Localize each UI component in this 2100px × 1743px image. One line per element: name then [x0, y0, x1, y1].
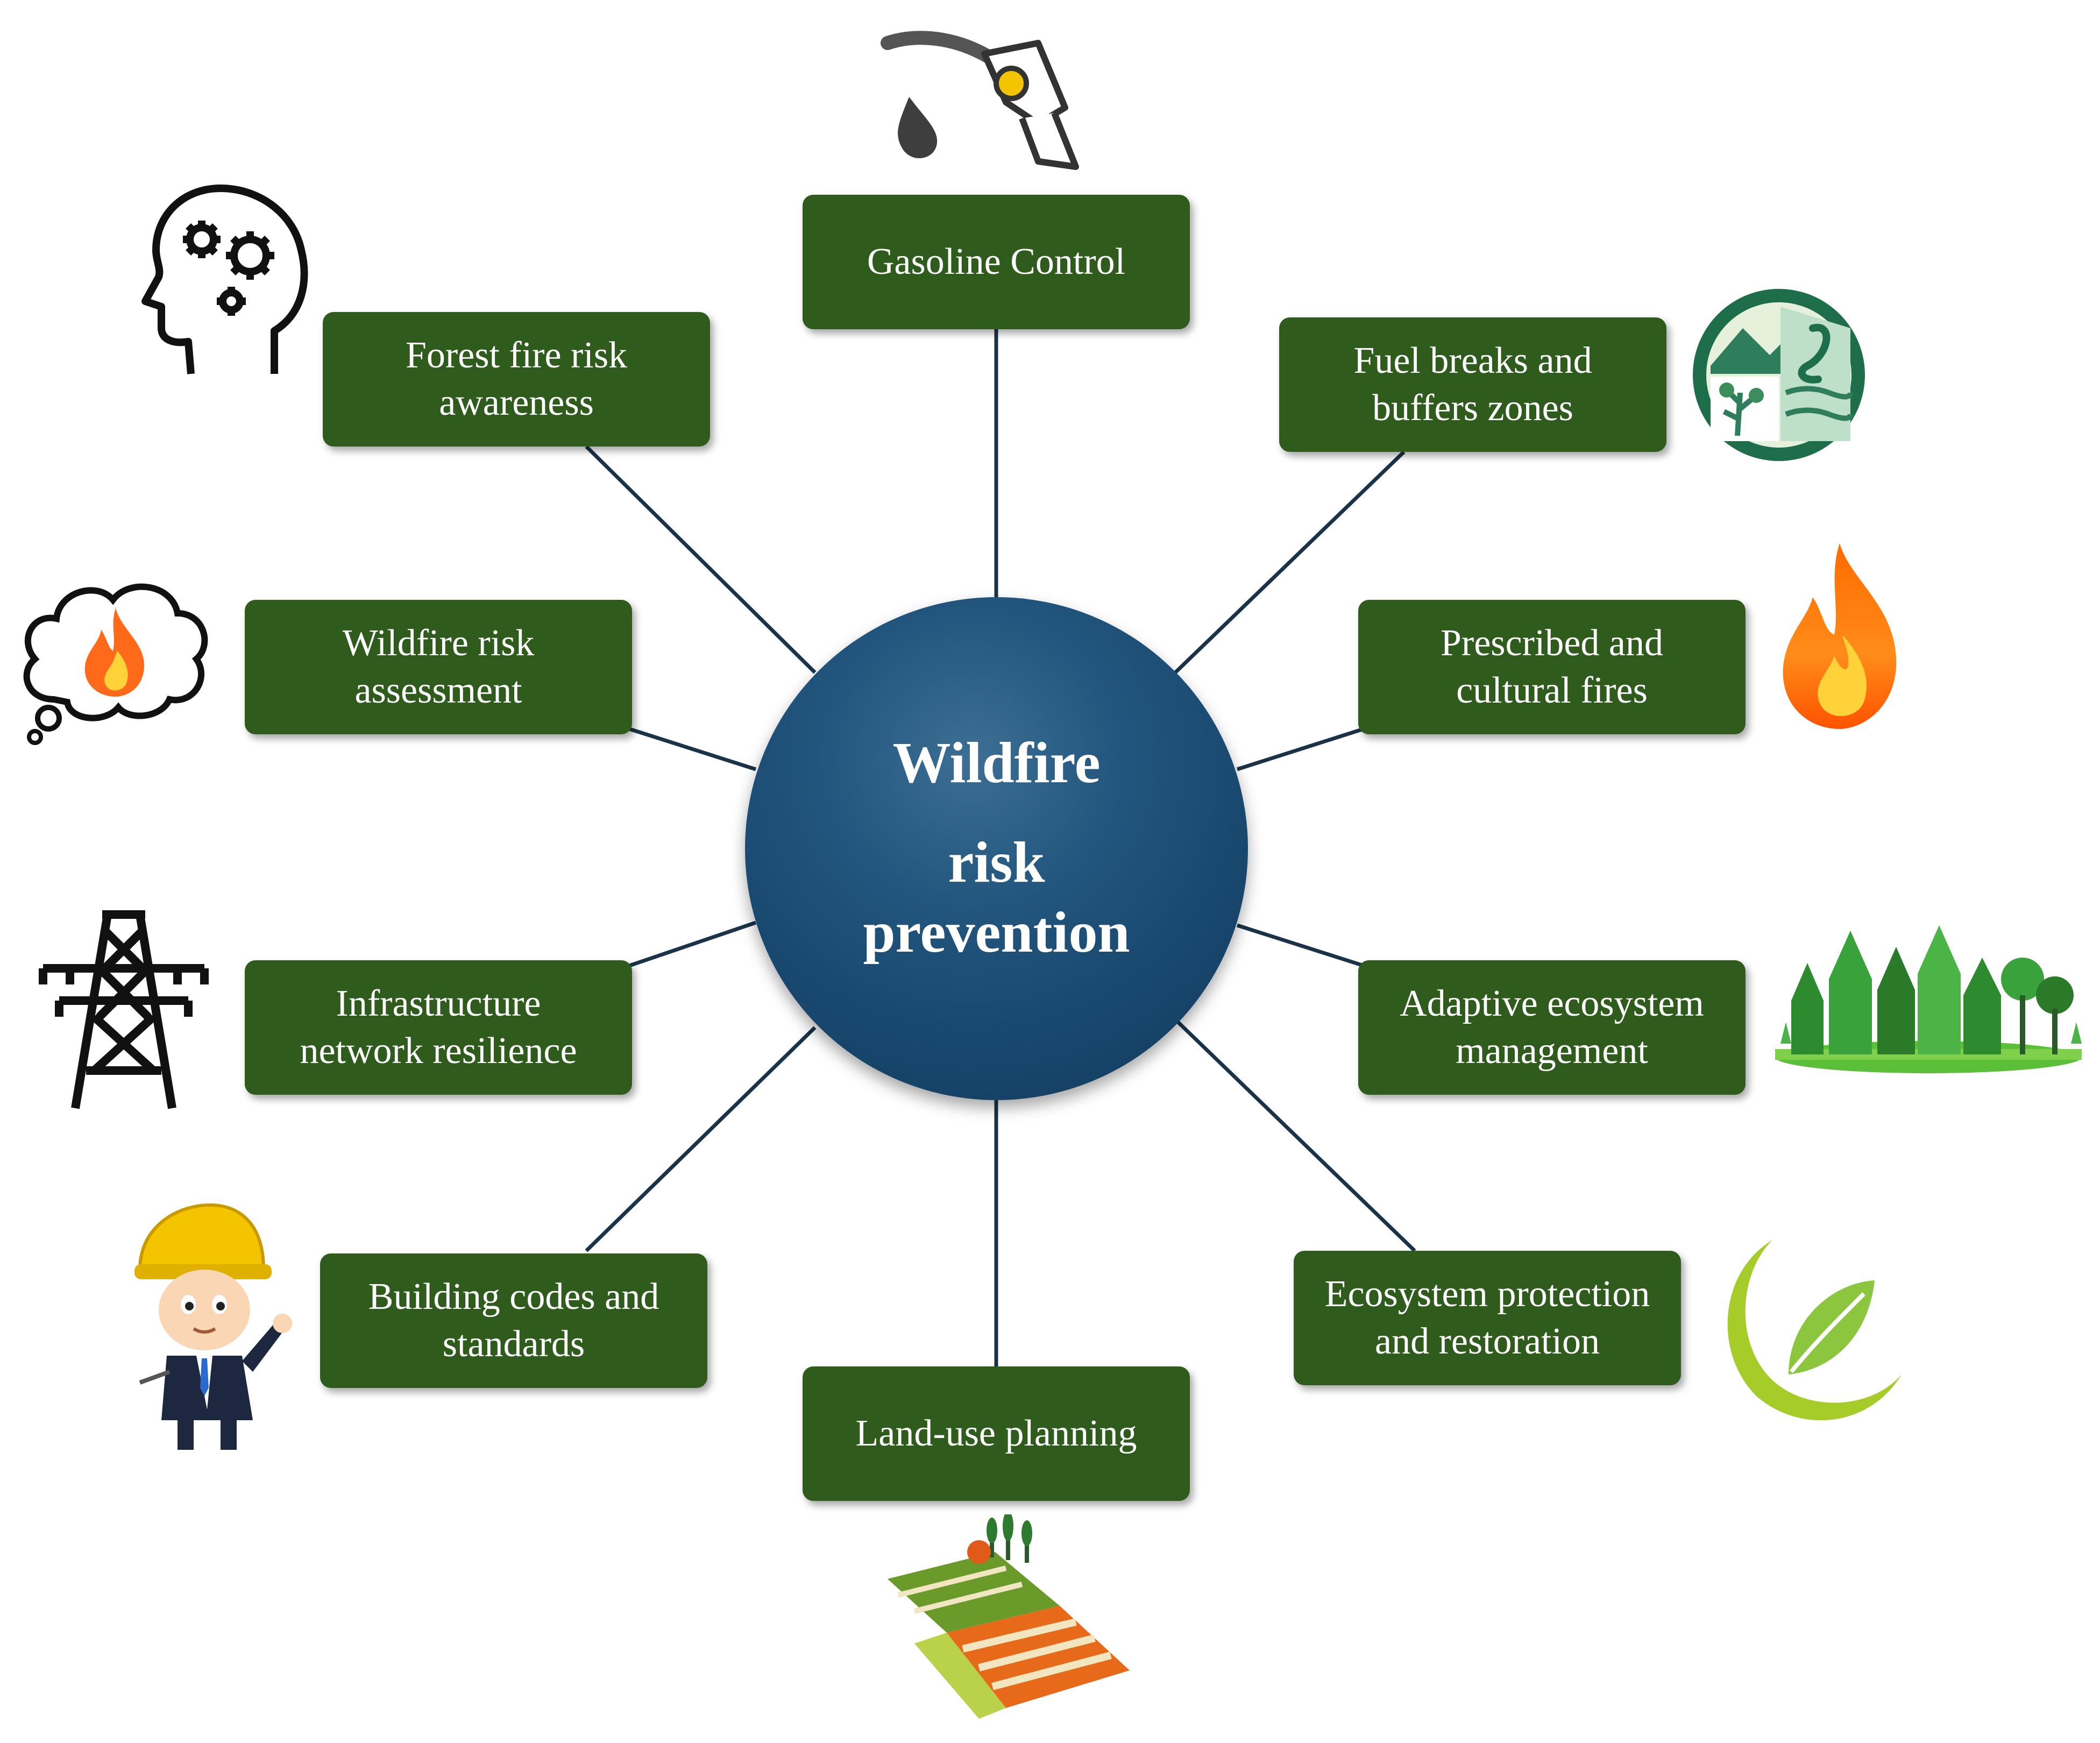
node-label-line2: and restoration: [1375, 1321, 1600, 1362]
node-label-line1: Adaptive ecosystem: [1400, 983, 1704, 1024]
node-fire-awareness: Forest fire risk awareness: [323, 312, 710, 447]
thought-fire-icon: [16, 570, 215, 745]
node-prescribed-fires: Prescribed and cultural fires: [1358, 600, 1746, 734]
node-label-line2: cultural fires: [1456, 670, 1648, 711]
connector-prescribed: [1236, 727, 1365, 771]
node-label-line2: standards: [442, 1323, 585, 1365]
node-label-line1: Infrastructure: [336, 983, 541, 1024]
node-label-line2: awareness: [439, 382, 594, 423]
node-fuel-breaks: Fuel breaks and buffers zones: [1279, 317, 1666, 452]
center-title-line1: Wildfire: [892, 731, 1101, 795]
connector-adaptive: [1236, 923, 1365, 968]
node-label-line1: Fuel breaks and: [1353, 340, 1592, 381]
node-label-line1: Gasoline Control: [867, 241, 1126, 282]
node-label-line1: Forest fire risk: [405, 335, 628, 376]
head-gears-icon: [140, 180, 312, 379]
node-label-line1: Land-use planning: [855, 1413, 1137, 1454]
node-infrastructure-resilience: Infrastructure network resilience: [245, 960, 632, 1095]
connector-ecosystem: [1176, 1021, 1416, 1252]
connector-fuel-breaks: [1174, 450, 1406, 674]
forest-icon: [1770, 915, 2087, 1081]
node-ecosystem-protection: Ecosystem protection and restoration: [1294, 1251, 1681, 1385]
node-label-line1: Ecosystem protection: [1324, 1273, 1650, 1315]
node-label-line1: Building codes and: [368, 1276, 659, 1317]
node-gasoline-control: Gasoline Control: [803, 195, 1190, 329]
node-land-use-planning: Land-use planning: [803, 1366, 1190, 1501]
connector-building: [585, 1026, 817, 1252]
leaf-sprout-icon: [1708, 1229, 1910, 1434]
fuel-nozzle-icon: [877, 22, 1092, 178]
node-label-line1: Prescribed and: [1440, 622, 1664, 664]
center-title-line2: risk: [948, 831, 1045, 895]
central-circle: Wildfire risk prevention: [745, 597, 1248, 1100]
node-label-line2: assessment: [354, 670, 522, 711]
node-wildfire-assessment: Wildfire risk assessment: [245, 600, 632, 734]
flame-icon: [1775, 543, 1910, 732]
connector-infrastructure: [628, 920, 757, 968]
node-label-line2: buffers zones: [1372, 387, 1573, 429]
node-label-line2: network resilience: [300, 1030, 577, 1072]
node-label-line2: management: [1456, 1030, 1648, 1072]
node-label-line1: Wildfire risk: [342, 622, 535, 664]
engineer-icon: [129, 1194, 307, 1452]
node-adaptive-ecosystem: Adaptive ecosystem management: [1358, 960, 1746, 1095]
connector-assessment: [628, 727, 757, 771]
farmland-icon: [882, 1514, 1135, 1724]
node-building-codes: Building codes and standards: [320, 1253, 707, 1388]
connector-awareness: [585, 445, 817, 674]
center-title-line3: prevention: [863, 901, 1130, 965]
ecosystem-badge-icon: [1689, 285, 1869, 465]
power-tower-icon: [38, 909, 210, 1111]
